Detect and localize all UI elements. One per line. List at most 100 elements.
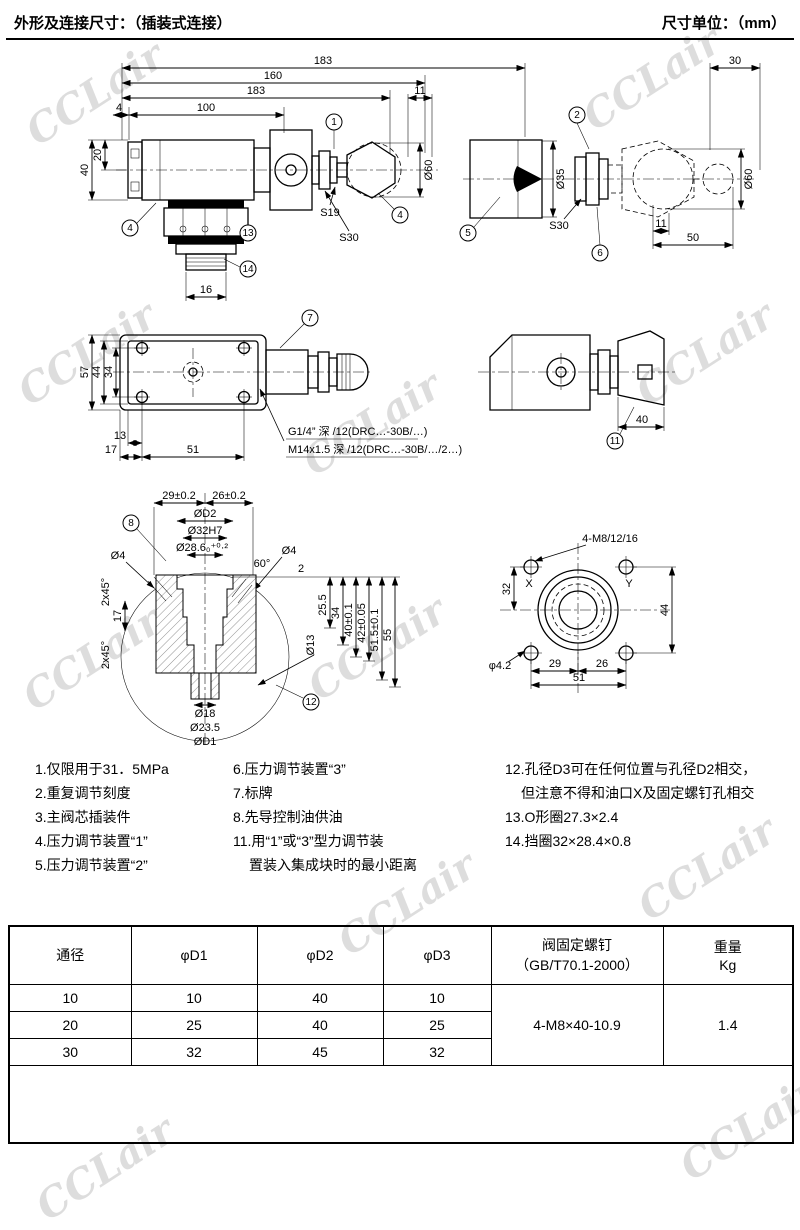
note-item: 11.用“1”或“3”型力调节装 xyxy=(233,833,384,849)
note-item: 6.压力调节装置“3” xyxy=(233,761,346,777)
dimension-label: 26±0.2 xyxy=(212,490,246,502)
cell-bore: 20 xyxy=(8,1010,132,1039)
dimension-label: 2x45° xyxy=(100,578,112,606)
port-thread-label: G1/4” 深 /12(DRC…-30B/…) xyxy=(288,425,427,438)
notes-column-2: 6.压力调节装置“3” 7.标牌 8.先导控制油供油 11.用“1”或“3”型力… xyxy=(233,757,417,877)
spec-table: 通径 φD1 φD2 φD3 阀固定螺钉 （GB/T70.1-2000） 重量 … xyxy=(8,925,794,1144)
col-header-screw: 阀固定螺钉 （GB/T70.1-2000） xyxy=(490,925,664,985)
dimension-label: 100 xyxy=(197,102,215,114)
dimension-label: 51 xyxy=(573,672,585,684)
bore-exit-section xyxy=(190,672,220,700)
table-row: 20 25 40 25 xyxy=(8,1010,793,1039)
dimension-label: ØD1 xyxy=(194,736,217,748)
view-side-assembly: 183 160 183 11 100 4 40 20 xyxy=(79,55,526,301)
dimension-label: Ø60 xyxy=(423,160,435,181)
manifold-section xyxy=(155,574,257,674)
callout-6-label: 6 xyxy=(597,248,603,259)
callout-1-label: 1 xyxy=(331,117,337,128)
table-empty-row xyxy=(8,1064,794,1144)
seal-band xyxy=(168,200,244,208)
callout-11-label: 11 xyxy=(610,436,621,447)
table-empty-cell xyxy=(8,1064,794,1144)
dimension-label: Ø18 xyxy=(195,708,216,720)
cell-d1: 25 xyxy=(130,1010,258,1039)
dimension-label: 183 xyxy=(314,55,332,67)
hand-knob xyxy=(346,141,396,199)
dimension-label: 29 xyxy=(549,658,561,670)
col-header-bore: 通径 xyxy=(8,925,132,985)
dimension-label: Ø35 xyxy=(555,169,567,190)
callout-13-label: 13 xyxy=(242,228,254,239)
col-header-weight-line1: 重量 xyxy=(713,939,742,956)
cell-d1: 32 xyxy=(130,1037,258,1066)
page-title: 外形及连接尺寸：（插装式连接） xyxy=(14,15,232,32)
dimension-label: Ø32H7 xyxy=(188,525,223,537)
wrench-size-label: S30 xyxy=(339,232,359,244)
bolt-spec-label: 4-M8/12/16 xyxy=(582,533,638,545)
port-thread-label: M14x1.5 深 /12(DRC…-30B/…/2…) xyxy=(288,443,462,456)
dimension-label: 30 xyxy=(729,55,741,67)
port-x-label: X xyxy=(525,578,533,590)
port-y-label: Y xyxy=(625,578,633,590)
dimension-label: 25.5 xyxy=(317,594,329,615)
col-header-weight: 重量 Kg xyxy=(662,925,794,985)
note-item: 3.主阀芯插装件 xyxy=(35,809,131,825)
header-rule xyxy=(6,38,794,40)
dimension-label: Ø23.5 xyxy=(190,722,220,734)
view-cavity-section: 29±0.2 26±0.2 ØD2 Ø32H7 Ø28.6₀⁺⁰·² Ø4 Ø4… xyxy=(100,490,401,748)
cell-d2: 40 xyxy=(256,983,384,1012)
dimension-label: 16 xyxy=(200,284,212,296)
dimension-label: 44 xyxy=(91,366,103,378)
dimension-label: Ø28.6₀⁺⁰·² xyxy=(176,542,228,554)
dimension-label: 26 xyxy=(596,658,608,670)
dimension-label: Ø13 xyxy=(305,635,317,656)
knob-top xyxy=(336,353,369,391)
view-cartridge-lever: 30 Ø35 Ø60 S30 2 5 6 xyxy=(459,55,761,262)
callout-7-label: 7 xyxy=(307,313,313,324)
page-header: 外形及连接尺寸：（插装式连接） 尺寸单位：（mm） xyxy=(0,12,800,33)
col-header-d1: φD1 xyxy=(130,925,258,985)
dimension-label: 34 xyxy=(330,607,342,619)
callout-2-label: 2 xyxy=(574,110,580,121)
cell-d2: 40 xyxy=(256,1010,384,1039)
note-item: 2.重复调节刻度 xyxy=(35,785,131,801)
seal-band xyxy=(168,236,244,244)
col-header-screw-line2: （GB/T70.1-2000） xyxy=(515,957,639,974)
unit-label: 尺寸单位：（mm） xyxy=(661,15,786,32)
lever-handle-phantom xyxy=(621,140,695,218)
mounting-bracket xyxy=(617,330,665,406)
cell-screw-spec: 4-M8×40-10.9 xyxy=(490,983,664,1066)
dimension-label: φ4.2 xyxy=(489,660,511,672)
cell-d3: 25 xyxy=(382,1010,492,1039)
dimension-label: 40 xyxy=(79,164,91,176)
view-side-bracket: 40 11 xyxy=(478,330,676,450)
view-mounting-face: 4-M8/12/16 X Y 32 44 φ4.2 29 26 51 xyxy=(489,533,676,693)
dimension-label: 50 xyxy=(687,232,699,244)
callout-7 xyxy=(301,309,319,327)
cell-d3: 32 xyxy=(382,1037,492,1066)
col-header-d2: φD2 xyxy=(256,925,384,985)
cell-d1: 10 xyxy=(130,983,258,1012)
dimension-label: 160 xyxy=(264,70,282,82)
callout-8 xyxy=(122,514,140,532)
note-item: 置装入集成块时的最小距离 xyxy=(249,857,417,873)
cell-d3: 10 xyxy=(382,983,492,1012)
callout-13 xyxy=(239,224,257,242)
col-header-d3: φD3 xyxy=(382,925,492,985)
cell-bore: 30 xyxy=(8,1037,132,1066)
dimension-label: 60° xyxy=(254,558,271,570)
dimension-label: 44 xyxy=(659,604,671,616)
callout-12-label: 12 xyxy=(305,697,317,708)
dimension-label: 183 xyxy=(247,85,265,97)
col-header-weight-line2: Kg xyxy=(719,957,737,974)
dimension-label: 2x45° xyxy=(100,641,112,669)
dimension-label: 32 xyxy=(501,583,513,595)
callout-14 xyxy=(239,260,257,278)
table-row: 10 10 40 10 4-M8×40-10.9 1.4 xyxy=(8,983,794,1066)
callout-5 xyxy=(459,224,477,242)
dimension-label: 51 xyxy=(187,444,199,456)
dimension-label: Ø60 xyxy=(743,169,755,190)
dimension-label: 40±0.1 xyxy=(343,603,355,637)
dimension-label: 34 xyxy=(103,366,115,378)
callout-5-label: 5 xyxy=(465,228,471,239)
